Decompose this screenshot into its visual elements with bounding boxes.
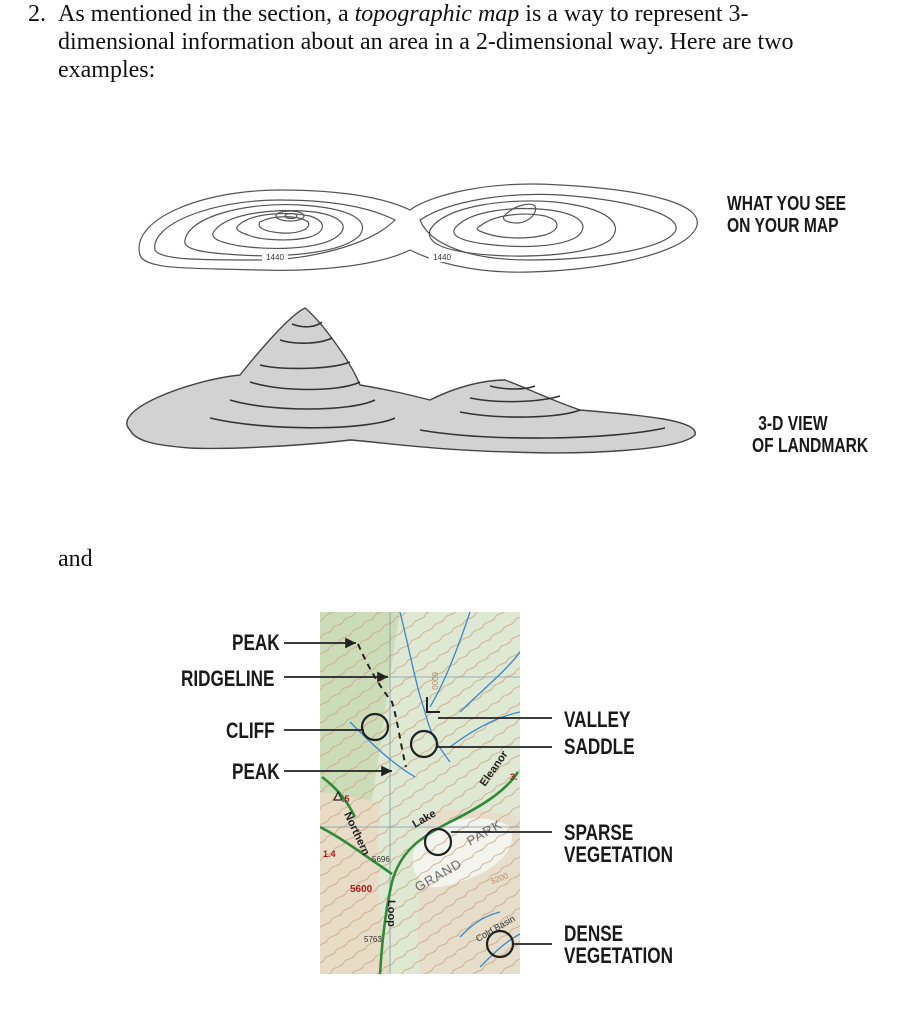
map-label-mile-3: 3. [510,772,518,782]
label-ridgeline: RIDGELINE [181,666,275,691]
map-label-loop: Loop [385,900,397,927]
topo-callout-lines [284,637,552,945]
label-3d-view-line1: 3-D VIEW [758,413,828,435]
label-what-you-see: WHAT YOU SEE ON YOUR MAP [727,193,846,237]
topo-map-figure: Lake Eleanor Northern Loop GRAND PARK Co… [320,612,520,974]
label-dense-line2: VEGETATION [564,943,674,968]
question-number: 2. [28,1,46,27]
label-sparse-line1: SPARSE [564,820,634,845]
contour-label-left: 1440 [266,253,284,262]
label-valley: VALLEY [564,707,631,732]
label-what-you-see-line1: WHAT YOU SEE [727,193,847,215]
label-3d-view: 3-D VIEW OF LANDMARK [752,413,868,457]
contour-label-right: 1440 [433,253,451,262]
label-saddle: SADDLE [564,734,635,759]
map-label-5600: 5600 [350,884,373,895]
label-what-you-see-line2: ON YOUR MAP [727,215,839,237]
label-peak-top: PEAK [232,630,280,655]
contour-map-figure: 1440 1440 [126,183,698,454]
map-label-5763: 5763 [364,935,382,944]
label-dense-vegetation: DENSE VEGETATION [564,923,673,967]
label-sparse-line2: VEGETATION [564,842,674,867]
map-label-6000: 6000 [430,672,439,690]
connector-text: and [58,546,93,572]
label-cliff: CLIFF [226,718,275,743]
map-label-5696: 5696 [372,855,390,864]
question-text-after: is a way to represent 3-dimensional info… [58,1,794,83]
question-term: topographic map [354,1,520,27]
map-label-mile-5: .5 [342,794,350,804]
label-dense-line1: DENSE [564,921,624,946]
label-3d-view-line2: OF LANDMARK [752,435,869,457]
question-text-before: As mentioned in the section, a [58,1,355,27]
label-sparse-vegetation: SPARSE VEGETATION [564,822,673,866]
map-label-mile-14: 1.4 [323,849,336,859]
label-peak-bottom: PEAK [232,759,280,784]
question-text: As mentioned in the section, a topograph… [58,0,848,84]
